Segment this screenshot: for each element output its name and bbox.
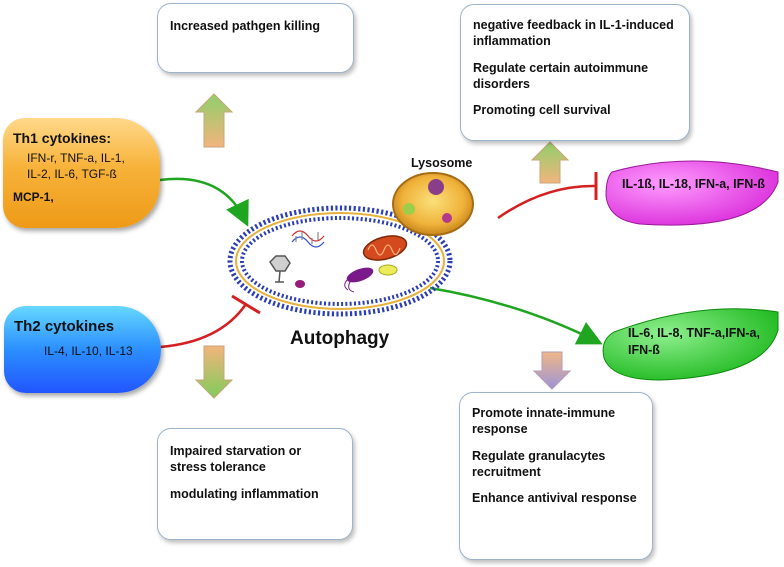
th1-line-3: MCP-1, bbox=[13, 190, 54, 205]
th2-title: Th2 cytokines bbox=[14, 318, 115, 335]
autophagy-label: Autophagy bbox=[290, 328, 390, 349]
box-bottom-right-item-1: Promote innate-immune response bbox=[472, 406, 616, 437]
green-output-cell bbox=[602, 308, 779, 381]
down-arrow-bottom-left bbox=[194, 345, 234, 399]
up-arrow-top-right bbox=[530, 141, 570, 184]
lysosome-granule-green bbox=[403, 203, 415, 215]
bacterium-icon bbox=[344, 267, 374, 293]
th2-line-1: IL-4, IL-10, IL-13 bbox=[44, 344, 133, 358]
th1-line-2: IL-2, IL-6, TGF-ß bbox=[27, 167, 117, 182]
th1-title: Th1 cytokines: bbox=[13, 130, 112, 146]
lysosome-granule-purple bbox=[428, 179, 444, 195]
th2-inhibition-line bbox=[159, 303, 248, 349]
autophagosome-outer bbox=[227, 205, 453, 317]
th2-inhibition-bar bbox=[231, 294, 261, 315]
box-top-right-item-3: Promoting cell survival bbox=[473, 103, 611, 117]
box-top-left: Increased pathgen killing bbox=[157, 3, 354, 73]
box-bottom-left-item-1: Impaired starvation or stress tolerance bbox=[170, 444, 302, 475]
box-bottom-left: Impaired starvation or stress tolerance … bbox=[157, 428, 353, 540]
green-output-text: IL-6, IL-8, TNF-a,IFN-a, IFN-ß bbox=[628, 326, 760, 357]
vesicle-yellow bbox=[378, 264, 398, 276]
virus-icon bbox=[269, 255, 291, 283]
lysosome-body bbox=[392, 172, 474, 236]
th2-cytokines-pill: Th2 cytokines IL-4, IL-10, IL-13 bbox=[4, 306, 161, 393]
vesicle-purple-small bbox=[295, 280, 305, 288]
box-top-right-item-2: Regulate certain autoimmune disorders bbox=[473, 60, 649, 91]
lysosome-label: Lysosome bbox=[411, 156, 473, 170]
up-arrow-top-left bbox=[194, 93, 234, 148]
box-top-right: negative feedback in IL-1-induced inflam… bbox=[460, 4, 690, 141]
box-top-right-item-1: negative feedback in IL-1-induced inflam… bbox=[473, 18, 674, 49]
box-bottom-right: Promote innate-immune response Regulate … bbox=[459, 392, 653, 560]
lysosome-granule-purple-2 bbox=[442, 213, 452, 223]
dna-icon bbox=[291, 230, 325, 248]
box-bottom-right-item-2: Regulate granulacytes recruitment bbox=[472, 448, 606, 479]
box-top-left-item-1: Increased pathgen killing bbox=[170, 19, 321, 33]
lysosome-inhibition-line bbox=[497, 184, 597, 220]
th1-cytokines-pill: Th1 cytokines: IFN-r, TNF-a, IL-1, IL-2,… bbox=[3, 118, 160, 228]
magenta-output-cell bbox=[605, 160, 779, 226]
th1-line-1: IFN-r, TNF-a, IL-1, bbox=[27, 151, 125, 165]
mitochondrion-icon bbox=[362, 235, 408, 261]
autophagosome-gold-ring bbox=[235, 212, 445, 310]
box-bottom-left-item-2: modulating inflammation bbox=[170, 486, 319, 501]
box-bottom-right-item-3: Enhance antivival response bbox=[472, 491, 637, 505]
magenta-output-text: IL-1ß, IL-18, IFN-a, IFN-ß bbox=[622, 177, 766, 191]
green-output-arrow bbox=[429, 286, 603, 345]
th1-activation-arrow bbox=[159, 177, 249, 227]
down-arrow-bottom-right bbox=[532, 351, 572, 390]
